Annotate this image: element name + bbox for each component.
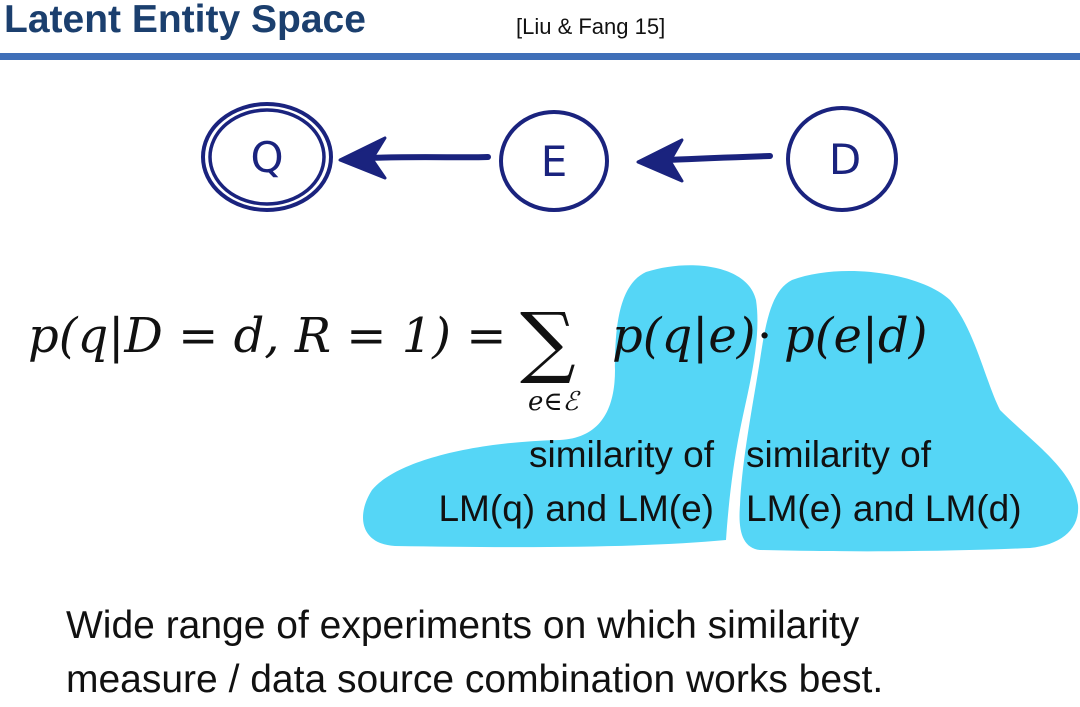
term-2-note-line-2: LM(e) and LM(d) xyxy=(746,488,1022,529)
node-d-label: D xyxy=(829,135,861,184)
formula-lhs: p(q|D = d, R = 1) = xyxy=(28,308,506,364)
arrow-d-to-e xyxy=(636,138,773,183)
body-text-line-1: Wide range of experiments on which simil… xyxy=(66,604,860,647)
highlight-blob-right xyxy=(739,270,1079,552)
node-q: Q xyxy=(201,102,333,212)
term-1-note-line-1: similarity of xyxy=(529,434,715,475)
formula-term-1: p(q|e) xyxy=(612,308,755,364)
citation: [Liu & Fang 15] xyxy=(516,14,666,39)
slide-title: Latent Entity Space xyxy=(4,0,366,41)
formula-term-2: p(e|d) xyxy=(784,308,927,364)
node-e: E xyxy=(499,110,609,212)
node-e-label: E xyxy=(541,137,568,186)
title-rule xyxy=(0,53,1080,60)
formula-dot: · xyxy=(757,308,772,364)
term-2-note-line-1: similarity of xyxy=(746,434,932,475)
sum-symbol: ∑ xyxy=(520,297,576,387)
highlight-blob-left xyxy=(363,265,758,548)
body-text-line-2: measure / data source combination works … xyxy=(66,658,884,701)
node-d: D xyxy=(786,106,898,212)
arrow-e-to-q xyxy=(338,136,491,180)
term-1-note-line-2: LM(q) and LM(e) xyxy=(438,488,714,529)
node-q-label: Q xyxy=(250,133,283,182)
sum-subscript: e∈ℰ xyxy=(528,387,581,417)
